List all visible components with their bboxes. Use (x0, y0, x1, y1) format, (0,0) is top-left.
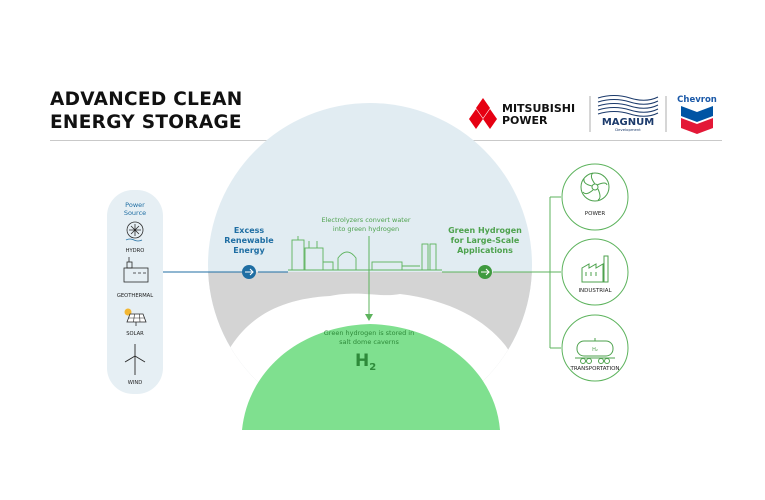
power-source-heading-2: Source (124, 209, 146, 217)
application-label-industrial: INDUSTRIAL (578, 288, 612, 294)
solar-panel-icon (124, 308, 147, 326)
hydrogen-cavern (242, 324, 500, 430)
rail-tanker-icon (575, 338, 615, 364)
excess-line-1: Excess (234, 226, 265, 235)
chevron-name: Chevron (677, 95, 717, 105)
hydrogen-formula: H2 (355, 351, 376, 373)
geothermal-plant-icon (123, 257, 149, 283)
green-hydrogen-line-1: Green Hydrogen (448, 226, 522, 235)
storage-down-arrow (365, 236, 373, 321)
application-label-transportation: TRANSPORTATION (569, 366, 619, 372)
application-power: POWER (561, 163, 629, 231)
turbine-fan-icon (580, 172, 610, 202)
source-label-solar: SOLAR (126, 331, 144, 337)
hydrogen-formula-h: H (355, 351, 369, 371)
applications-bracket (549, 196, 561, 349)
hydrogen-formula-subscript: 2 (369, 362, 376, 373)
title-line-2: ENERGY STORAGE (50, 112, 242, 133)
magnum-waves-icon (597, 95, 659, 117)
excess-line-2: Renewable (224, 236, 274, 245)
mitsubishi-power-word: POWER (502, 114, 548, 127)
electrolyzers-label: Electrolyzers convert water into green h… (321, 216, 410, 233)
cavern-storage-label: Green hydrogen is stored in salt dome ca… (324, 329, 414, 346)
mitsubishi-power-logo: MITSUBISHI POWER (469, 98, 575, 129)
chevron-logo: Chevron (677, 95, 717, 134)
electrolyzers-line-2: into green hydrogen (333, 225, 399, 233)
hydro-turbine-icon (125, 221, 144, 242)
wind-turbine-icon (124, 344, 146, 375)
chevron-emblem-icon (681, 106, 713, 134)
title-line-1: ADVANCED CLEAN (50, 89, 243, 110)
factory-icon (581, 255, 609, 283)
excess-energy-arrow-icon (242, 265, 256, 279)
tanker-h2-label: H₂ (592, 347, 598, 353)
source-label-geothermal: GEOTHERMAL (117, 293, 153, 299)
source-label-hydro: HYDRO (126, 248, 145, 254)
magnum-logo: MAGNUM Development (597, 95, 659, 132)
cavern-line-2: salt dome caverns (339, 338, 399, 346)
green-hydrogen-label: Green Hydrogen for Large-Scale Applicati… (448, 226, 522, 255)
magnum-name: MAGNUM (602, 117, 654, 128)
application-industrial: INDUSTRIAL (561, 238, 629, 306)
electrolyzer-facility-icon (288, 236, 442, 271)
application-label-power: POWER (585, 211, 606, 217)
mitsubishi-name: MITSUBISHI (502, 102, 575, 115)
magnum-subtitle: Development (615, 127, 641, 132)
excess-line-3: Energy (233, 246, 265, 255)
electrolyzers-line-1: Electrolyzers convert water (321, 216, 410, 224)
power-source-panel (107, 190, 163, 394)
power-source-heading-1: Power (125, 201, 145, 209)
green-hydrogen-line-2: for Large-Scale (451, 236, 520, 245)
green-hydrogen-arrow-icon (478, 265, 492, 279)
mitsubishi-diamonds-icon (469, 98, 497, 129)
cavern-line-1: Green hydrogen is stored in (324, 329, 414, 337)
excess-energy-label: Excess Renewable Energy (224, 226, 274, 255)
application-transportation: H₂ TRANSPORTATION (561, 314, 629, 382)
page-title: ADVANCED CLEAN ENERGY STORAGE (50, 88, 290, 134)
green-hydrogen-line-3: Applications (457, 246, 513, 255)
source-label-wind: WIND (128, 380, 143, 386)
